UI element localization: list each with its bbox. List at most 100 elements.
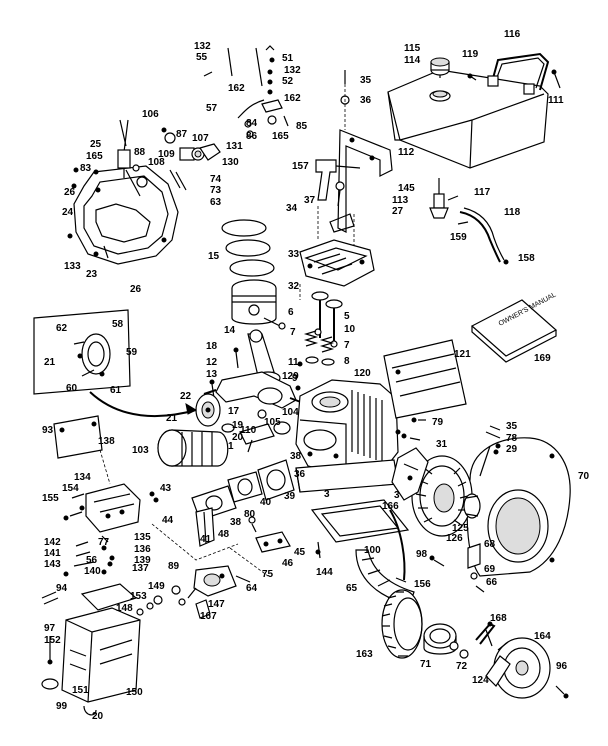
part-label: 153 bbox=[130, 591, 147, 602]
part-label: 85 bbox=[296, 121, 308, 132]
part-label: 169 bbox=[534, 353, 551, 364]
starter-cup bbox=[463, 493, 481, 519]
part-label: 83 bbox=[80, 163, 92, 174]
blower-housing-cover bbox=[73, 119, 179, 265]
part-label: 99 bbox=[56, 701, 68, 712]
part-label: 61 bbox=[110, 385, 122, 396]
part-label: 140 bbox=[84, 566, 101, 577]
part-label: 111 bbox=[548, 95, 564, 106]
starter-assembly bbox=[485, 637, 551, 699]
part-label: 58 bbox=[112, 319, 124, 330]
part-label: 84 bbox=[246, 118, 258, 129]
part-label: 25 bbox=[90, 139, 102, 150]
part-label: 79 bbox=[432, 417, 444, 428]
part-label: 114 bbox=[404, 55, 421, 66]
part-label: 21 bbox=[166, 413, 178, 424]
part-label: 62 bbox=[56, 323, 68, 334]
part-label: 72 bbox=[456, 661, 468, 672]
part-label: 134 bbox=[74, 472, 91, 483]
part-label: 157 bbox=[292, 161, 309, 172]
part-label: 155 bbox=[42, 493, 59, 504]
part-label: 8 bbox=[344, 356, 350, 367]
blower-housing bbox=[466, 437, 571, 577]
part-label: 33 bbox=[288, 249, 300, 260]
part-label: 149 bbox=[148, 581, 165, 592]
part-label: 132 bbox=[194, 41, 211, 52]
part-label: 154 bbox=[62, 483, 79, 494]
governor-parts bbox=[161, 127, 221, 191]
part-label: 151 bbox=[72, 685, 89, 696]
part-label: 44 bbox=[162, 515, 174, 526]
part-label: 121 bbox=[454, 349, 471, 360]
piston-rings bbox=[221, 219, 275, 277]
part-label: 51 bbox=[282, 53, 294, 64]
part-label: 145 bbox=[398, 183, 415, 194]
part-label: 48 bbox=[218, 529, 230, 540]
part-label: 52 bbox=[282, 76, 294, 87]
valve-springs bbox=[303, 330, 335, 366]
part-label: 141 bbox=[44, 548, 61, 559]
part-label: 59 bbox=[126, 347, 138, 358]
part-label: 35 bbox=[360, 75, 372, 86]
part-label: 75 bbox=[262, 569, 274, 580]
part-label: 126 bbox=[446, 533, 463, 544]
part-label: 150 bbox=[126, 687, 143, 698]
part-label: 147 bbox=[208, 599, 225, 610]
part-label: 80 bbox=[244, 509, 256, 520]
part-label: 26 bbox=[130, 284, 142, 295]
detail-inset bbox=[33, 309, 131, 395]
part-label: 37 bbox=[304, 195, 316, 206]
pulley bbox=[423, 623, 457, 655]
part-label: 137 bbox=[132, 563, 149, 574]
part-label: 77 bbox=[98, 537, 110, 548]
part-label: 24 bbox=[62, 207, 74, 218]
part-label: 74 bbox=[210, 174, 222, 185]
piston bbox=[231, 279, 286, 330]
part-label: 10 bbox=[344, 324, 356, 335]
part-label: 125 bbox=[452, 523, 469, 534]
part-label: 96 bbox=[556, 661, 568, 672]
part-label: 60 bbox=[66, 383, 78, 394]
control-bracket-plate bbox=[53, 415, 103, 459]
part-label: 110 bbox=[240, 425, 257, 436]
part-label: 136 bbox=[134, 544, 151, 555]
part-label: 68 bbox=[484, 539, 496, 550]
part-label: 64 bbox=[246, 583, 258, 594]
part-label: 40 bbox=[260, 497, 272, 508]
flywheel-left bbox=[195, 393, 221, 427]
part-label: 129 bbox=[282, 371, 299, 382]
part-label: 46 bbox=[282, 558, 294, 569]
part-label: 1 bbox=[228, 441, 234, 452]
part-label: 162 bbox=[228, 83, 245, 94]
part-label: 71 bbox=[420, 659, 432, 670]
part-label: 115 bbox=[404, 43, 421, 54]
part-label: 112 bbox=[398, 147, 415, 158]
part-label: 148 bbox=[116, 603, 133, 614]
muffler-shield-top bbox=[80, 583, 138, 611]
part-label: 12 bbox=[206, 357, 218, 368]
part-label: 118 bbox=[504, 207, 521, 218]
tank-bracket bbox=[337, 129, 393, 233]
part-label: 119 bbox=[462, 49, 479, 60]
part-label: 38 bbox=[230, 517, 242, 528]
part-label: 88 bbox=[134, 147, 146, 158]
valves bbox=[311, 291, 343, 348]
fuel-pump bbox=[187, 565, 251, 599]
part-label: 43 bbox=[160, 483, 172, 494]
part-label: 107 bbox=[192, 133, 209, 144]
drive-tire bbox=[381, 589, 423, 659]
part-label: 69 bbox=[484, 564, 496, 575]
part-label: 168 bbox=[490, 613, 507, 624]
part-label: 98 bbox=[416, 549, 428, 560]
governor-linkage bbox=[255, 531, 291, 553]
part-label: 3 bbox=[394, 490, 400, 501]
part-label: 55 bbox=[196, 52, 208, 63]
part-label: 17 bbox=[228, 406, 240, 417]
part-label: 6 bbox=[288, 307, 294, 318]
fuel-pump-parts bbox=[153, 585, 211, 619]
part-label: 86 bbox=[246, 131, 258, 142]
part-label: 139 bbox=[134, 555, 151, 566]
starter-handle bbox=[467, 543, 485, 593]
part-label: 93 bbox=[42, 425, 54, 436]
